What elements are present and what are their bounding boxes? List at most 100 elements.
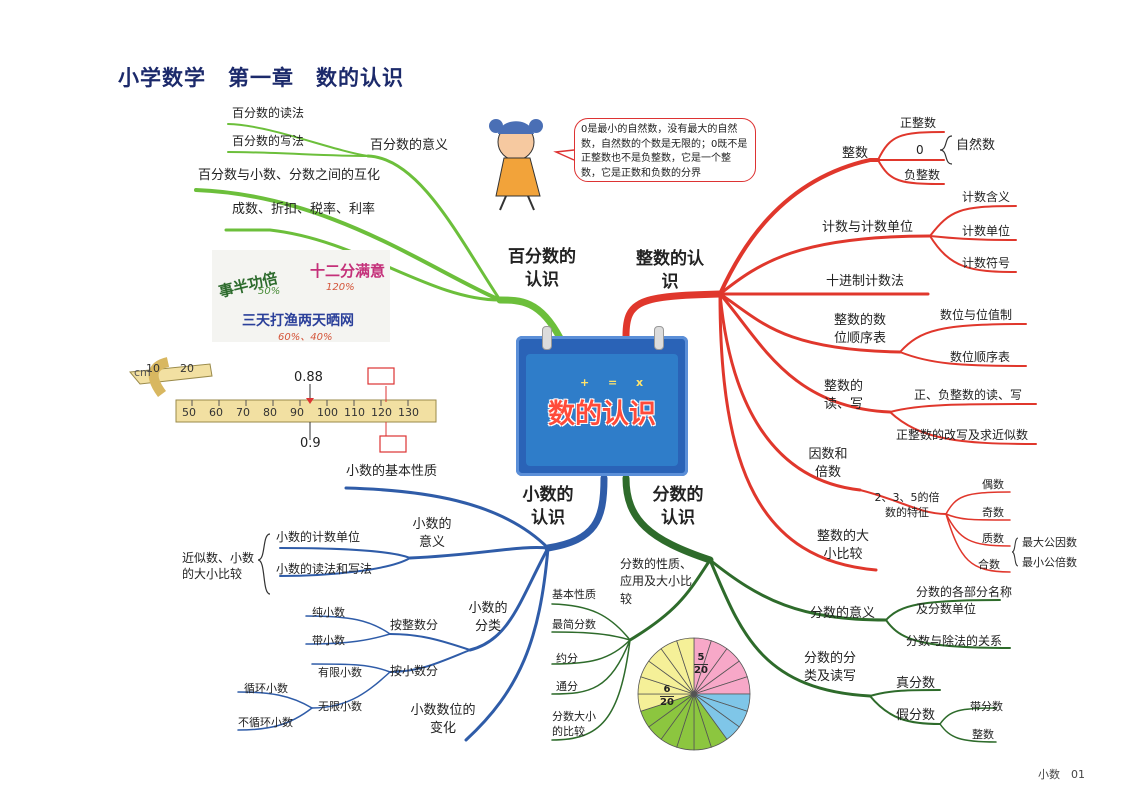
- decimal-count-unit: 小数的计数单位: [276, 530, 361, 544]
- approx-compare: 近似数、小数的大小比较: [182, 551, 255, 582]
- decimal-branch-lines: [237, 474, 608, 742]
- place-table: 整数的数位顺序表: [834, 313, 887, 347]
- calendar-times: x: [636, 376, 644, 389]
- decimal-meaning: 小数的意义: [412, 517, 452, 551]
- count-unit: 计数单位: [962, 224, 1011, 238]
- point-move: 小数数位的变化: [410, 703, 476, 737]
- percent-reading: 百分数的读法: [232, 106, 305, 120]
- integer-branch-label: 整数的认识: [636, 249, 704, 292]
- ruler-marker-top: 0.88: [294, 370, 323, 385]
- read-write-pos-neg: 正、负整数的读、写: [914, 388, 1023, 402]
- ruler-tick-label: 50: [182, 406, 196, 419]
- counting-units: 计数与计数单位: [822, 220, 914, 235]
- center-calendar: + = x 数的认识: [516, 326, 688, 476]
- mixed-number: 带分数: [970, 700, 1003, 713]
- page-footer: 小数 01: [1038, 768, 1085, 781]
- count-symbol: 计数符号: [962, 256, 1011, 270]
- fraction-basic-property: 基本性质: [552, 588, 596, 601]
- bubble-tail: [553, 149, 575, 161]
- idiom-b: 十二分满意: [310, 262, 386, 280]
- lcm: 最小公倍数: [1022, 556, 1077, 569]
- fraction-pie-chart: [637, 637, 751, 751]
- zero: 0: [916, 143, 924, 157]
- reduce-fraction: 约分: [556, 652, 578, 665]
- integer-read-write: 整数的读、写: [824, 379, 864, 413]
- fraction-classify: 分数的分类及读写: [804, 651, 857, 685]
- decimal-classify: 小数的分类: [468, 601, 508, 635]
- ruler-tick-label: 20: [180, 362, 194, 375]
- center-title: 数的认识: [548, 399, 656, 430]
- place-order: 数位顺序表: [950, 350, 1011, 364]
- ruler-tick-label: 60: [209, 406, 223, 419]
- even: 偶数: [982, 478, 1004, 491]
- count-meaning: 计数含义: [962, 190, 1011, 204]
- ruler-tick-label: 10: [146, 362, 160, 375]
- calendar-equals: =: [608, 376, 618, 389]
- ruler-tick-label: 130: [398, 406, 419, 419]
- place-value: 数位与位值制: [940, 308, 1013, 322]
- percent-interconvert: 百分数与小数、分数之间的互化: [198, 168, 381, 183]
- page-title: 小学数学 第一章 数的认识: [118, 66, 404, 90]
- fraction-property-group: 分数的性质、应用及大小比较: [620, 557, 693, 606]
- approx-brace: [257, 533, 271, 595]
- pie-fraction-b: 6 20: [660, 684, 674, 708]
- factor-multiple: 因数和倍数: [808, 447, 848, 481]
- ruler-tick-label: 120: [371, 406, 392, 419]
- ruler-tick-label: 100: [317, 406, 338, 419]
- natural-brace: [939, 135, 953, 165]
- ruler-tick-label: 90: [290, 406, 304, 419]
- feature-235: 2、3、5的倍数的特征: [874, 491, 940, 520]
- fraction-compare: 分数大小的比较: [552, 710, 596, 738]
- pie-fraction-a-num: 5: [697, 652, 705, 663]
- percent-writing: 百分数的写法: [232, 134, 305, 148]
- positive-integer: 正整数: [900, 116, 937, 130]
- ruler-tick-label: 110: [344, 406, 365, 419]
- natural-number: 自然数: [956, 138, 996, 153]
- odd: 奇数: [982, 506, 1004, 519]
- fraction-branch-label: 分数的认识: [652, 485, 704, 528]
- rewrite-approx: 正整数的改写及求近似数: [896, 428, 1029, 442]
- pure-decimal: 纯小数: [312, 606, 345, 619]
- integer-node: 整数: [842, 146, 869, 161]
- common-denominator: 通分: [556, 680, 578, 693]
- infinite-decimal: 无限小数: [318, 700, 362, 713]
- decimal-read-write: 小数的读法和写法: [276, 562, 373, 576]
- girl-cartoon-icon: [489, 119, 543, 211]
- idiom-c-pct: 60%、40%: [278, 332, 333, 343]
- fraction-branch-lines: [551, 474, 1011, 743]
- idiom-c: 三天打渔两天晒网: [242, 313, 354, 329]
- percent-meaning: 百分数的意义: [370, 138, 449, 153]
- proper-fraction: 真分数: [896, 676, 936, 691]
- pie-fraction-b-den: 20: [660, 695, 674, 708]
- fraction-division: 分数与除法的关系: [906, 634, 1003, 648]
- by-decimal: 按小数分: [390, 664, 439, 678]
- gcd-brace: [1011, 537, 1019, 567]
- whole-number: 整数: [972, 728, 994, 741]
- percent-applications: 成数、折扣、税率、利率: [232, 202, 376, 217]
- ruler-graphic: [129, 357, 437, 453]
- decimal-system: 十进制计数法: [826, 274, 905, 289]
- calendar-plus: +: [580, 376, 590, 389]
- pie-fraction-a-den: 20: [694, 663, 708, 676]
- gcd: 最大公因数: [1022, 536, 1077, 549]
- percent-branch-lines: [194, 123, 564, 342]
- composite: 合数: [978, 558, 1000, 571]
- pie-fraction-b-num: 6: [663, 684, 671, 695]
- negative-integer: 负整数: [904, 168, 941, 182]
- idiom-a-pct: 50%: [258, 286, 281, 297]
- calendar-ring-left: [542, 326, 552, 350]
- pie-fraction-a: 5 20: [694, 652, 708, 676]
- integer-compare: 整数的大小比较: [816, 529, 869, 563]
- non-repeating-decimal: 不循环小数: [238, 716, 293, 729]
- integer-branch-lines: [622, 131, 1037, 573]
- decimal-branch-label: 小数的认识: [522, 485, 574, 528]
- prime: 质数: [982, 532, 1004, 545]
- calendar-inner: [526, 354, 678, 466]
- finite-decimal: 有限小数: [318, 666, 362, 679]
- idiom-image: 事半功倍 50% 十二分满意 120% 三天打渔两天晒网 60%、40%: [212, 250, 390, 343]
- ruler-unit: cm: [134, 366, 151, 379]
- decimal-basic-property: 小数的基本性质: [346, 464, 438, 479]
- simplest-fraction: 最简分数: [552, 618, 596, 631]
- fraction-meaning: 分数的意义: [810, 606, 876, 621]
